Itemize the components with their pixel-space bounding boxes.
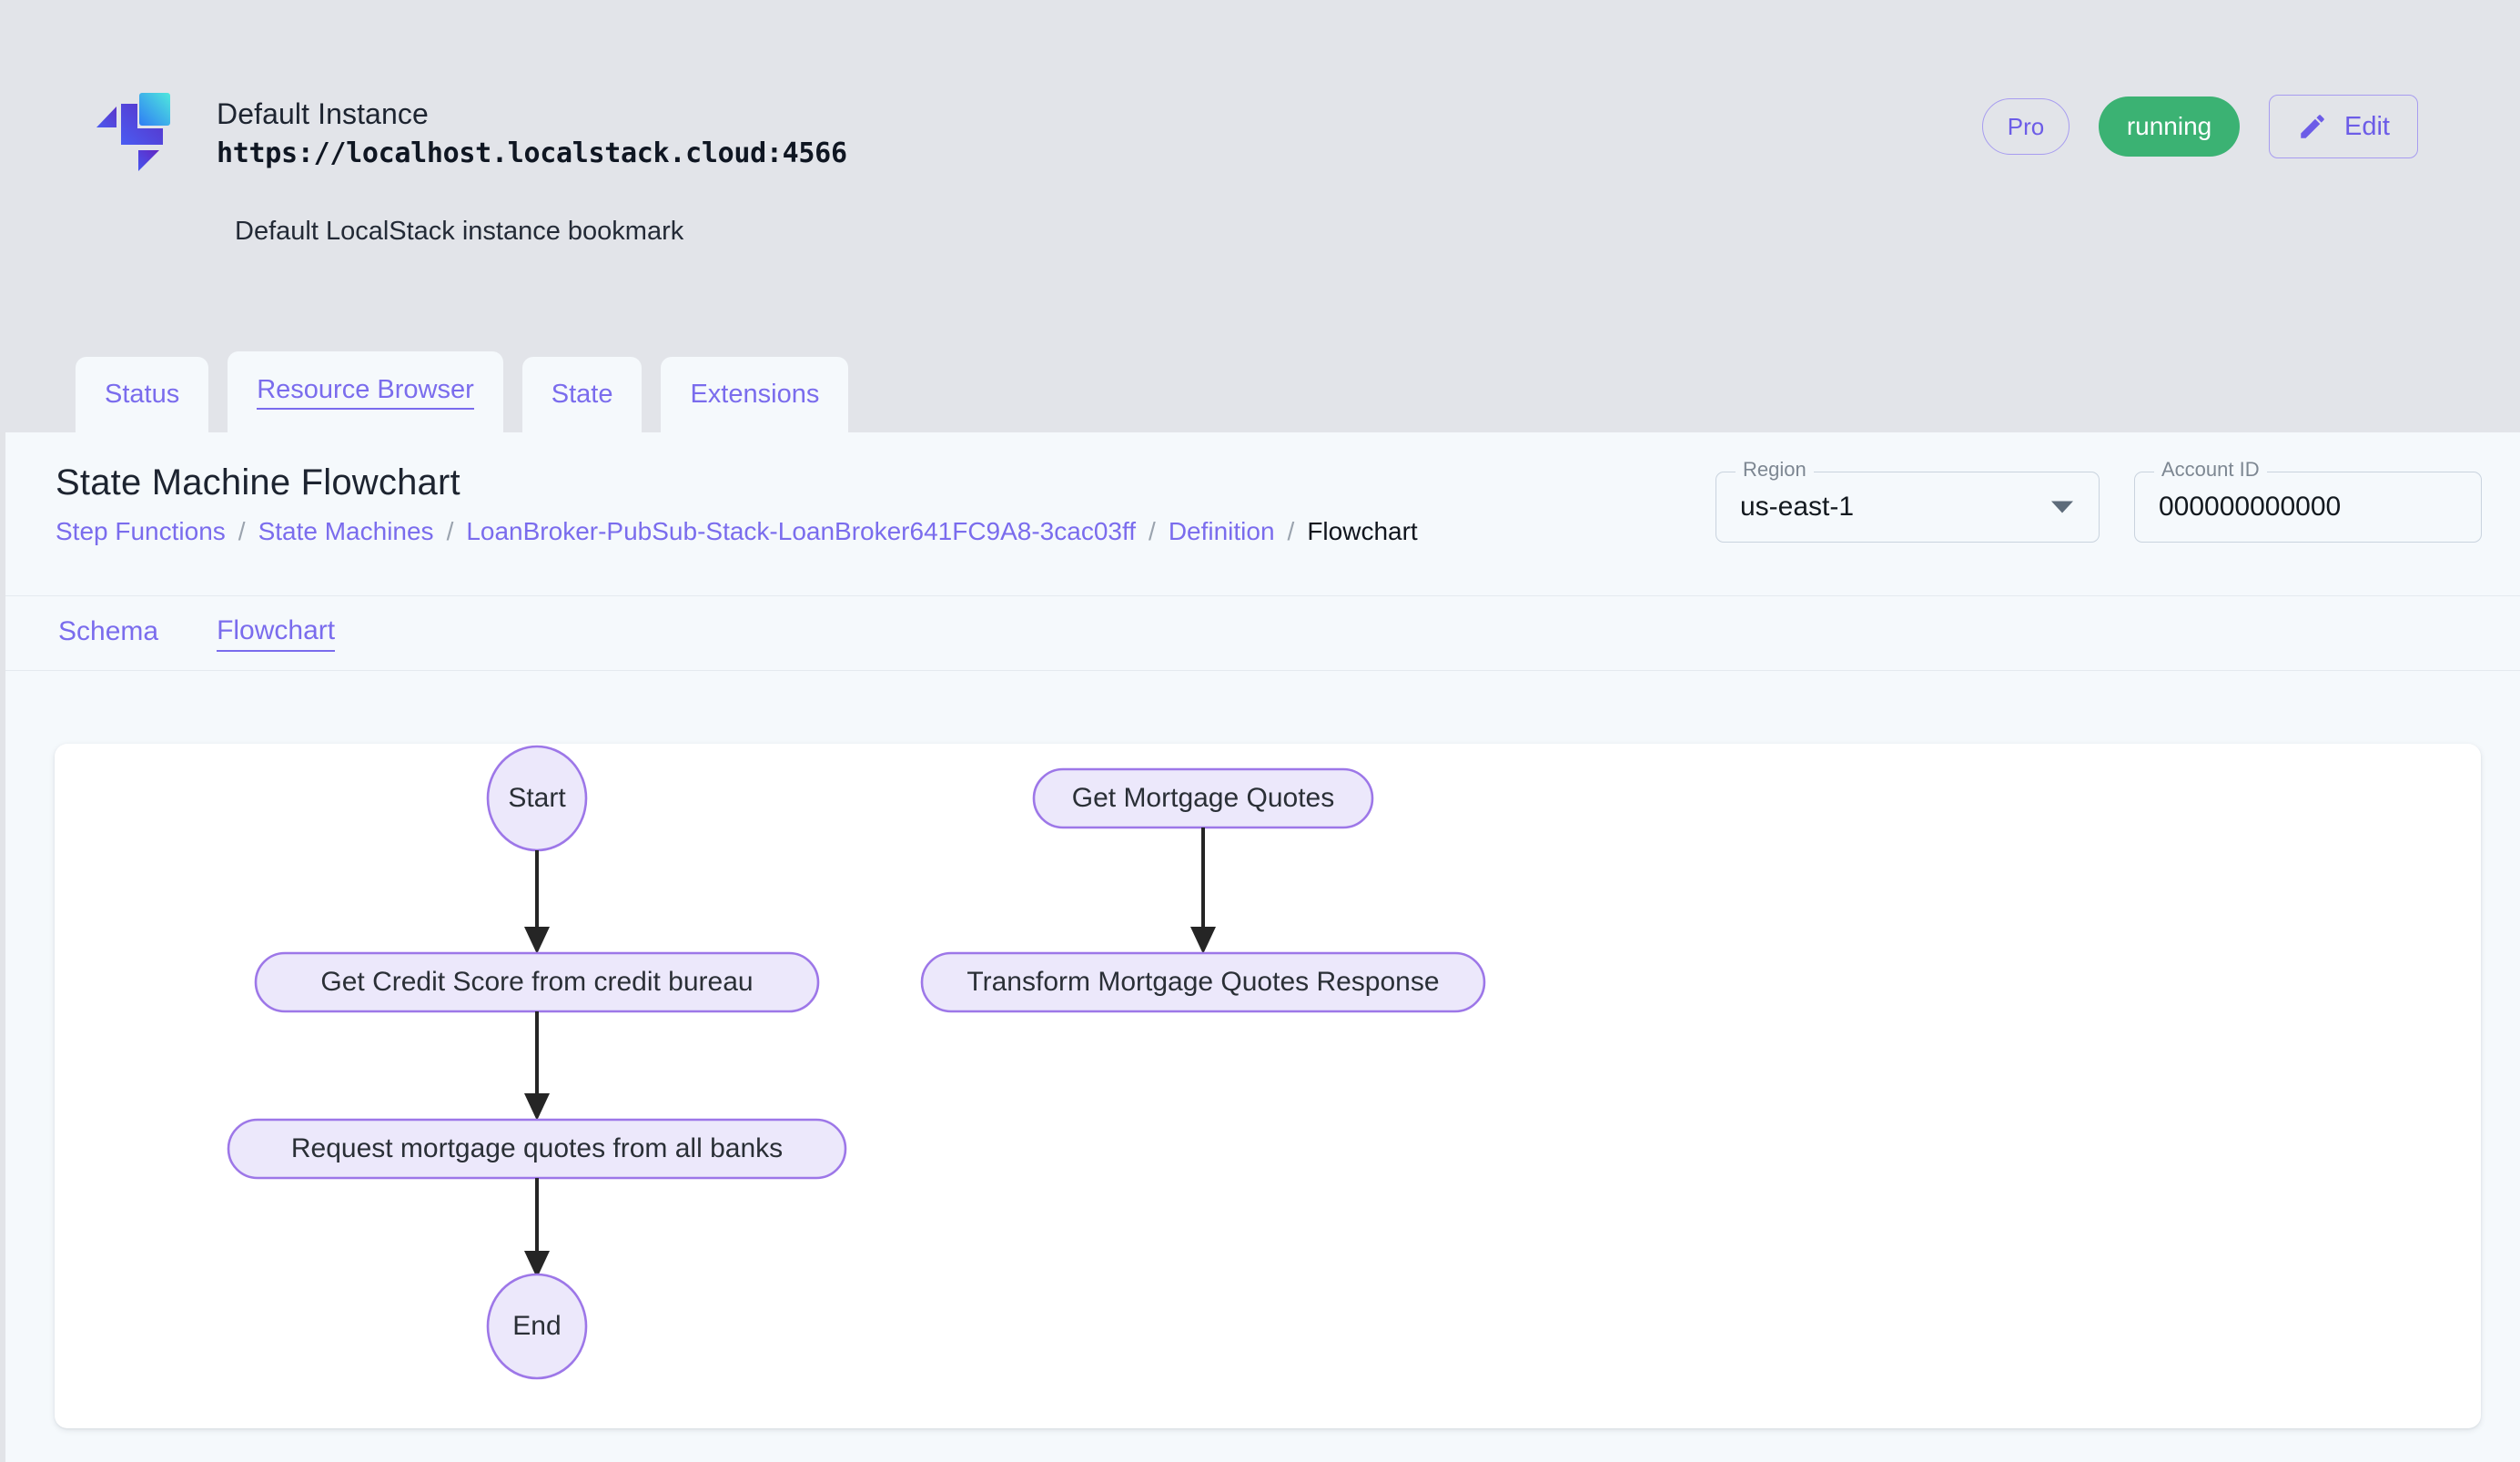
breadcrumb-separator: / — [1149, 517, 1156, 545]
breadcrumb-separator: / — [446, 517, 454, 545]
account-id-value: 000000000000 — [2159, 492, 2342, 522]
flowchart-card: Start Get Credit Score from credit burea… — [55, 744, 2481, 1428]
flow-arrow-request-to-end — [524, 1251, 550, 1278]
chevron-down-icon[interactable] — [2051, 501, 2073, 513]
instance-url: https://localhost.localstack.cloud:4566 — [217, 137, 847, 170]
region-select-control[interactable]: us-east-1 — [1715, 472, 2100, 543]
main-tab-bar: Status Resource Browser State Extensions — [0, 351, 2520, 432]
tab-state[interactable]: State — [521, 357, 643, 432]
flow-node-transform-response[interactable] — [920, 951, 1486, 1013]
breadcrumb-separator: / — [238, 517, 246, 545]
tab-status-label: Status — [105, 380, 180, 409]
edit-button-label: Edit — [2344, 111, 2390, 141]
breadcrumb-item-flowchart: Flowchart — [1307, 517, 1418, 545]
breadcrumb-separator: / — [1287, 517, 1295, 545]
flow-node-get-credit-score-label: Get Credit Score from credit bureau — [320, 967, 753, 997]
region-label: Region — [1736, 460, 1814, 480]
instance-summary: Default Instance https://localhost.local… — [86, 82, 847, 180]
state-machine-flowchart[interactable]: Start Get Credit Score from credit burea… — [55, 744, 2481, 1428]
breadcrumb-item-step-functions[interactable]: Step Functions — [56, 517, 226, 545]
tab-resource-browser[interactable]: Resource Browser — [228, 351, 503, 432]
flow-node-get-mortgage-quotes-label: Get Mortgage Quotes — [1072, 783, 1335, 813]
flow-node-transform-response-label: Transform Mortgage Quotes Response — [967, 967, 1439, 997]
flow-arrow-start-to-credit — [524, 927, 550, 954]
subtab-flowchart[interactable]: Flowchart — [217, 615, 336, 652]
content-panel: State Machine Flowchart Step Functions /… — [5, 432, 2520, 1462]
tab-state-label: State — [551, 380, 613, 409]
flow-arrow-quotes-to-transform — [1190, 927, 1216, 954]
flow-node-end[interactable] — [486, 1273, 588, 1380]
instance-name: Default Instance — [217, 97, 429, 130]
header-controls: Pro running Edit — [1982, 95, 2418, 158]
account-id-input[interactable]: 000000000000 — [2134, 472, 2482, 543]
account-id-label: Account ID — [2154, 460, 2267, 480]
breadcrumb-item-state-machines[interactable]: State Machines — [258, 517, 434, 545]
tab-extensions[interactable]: Extensions — [661, 357, 849, 432]
sub-tab-bar: Schema Flowchart — [5, 596, 2520, 671]
tab-resource-browser-label: Resource Browser — [257, 375, 474, 410]
flow-node-request-quotes-label: Request mortgage quotes from all banks — [291, 1133, 783, 1163]
region-select[interactable]: Region us-east-1 — [1715, 460, 2100, 543]
tab-extensions-label: Extensions — [690, 380, 820, 409]
pro-badge[interactable]: Pro — [1982, 98, 2070, 155]
flow-node-end-label: End — [512, 1311, 561, 1341]
flow-node-start-label: Start — [508, 783, 566, 813]
status-badge[interactable]: running — [2099, 96, 2241, 157]
region-value: us-east-1 — [1740, 492, 1855, 522]
subtab-schema[interactable]: Schema — [58, 615, 159, 646]
breadcrumb-item-state-machine-name[interactable]: LoanBroker-PubSub-Stack-LoanBroker641FC9… — [466, 517, 1137, 545]
account-id-field[interactable]: Account ID 000000000000 — [2134, 460, 2482, 543]
instance-description: Default LocalStack instance bookmark — [235, 217, 684, 246]
page-header: State Machine Flowchart Step Functions /… — [5, 432, 2520, 596]
page-title: State Machine Flowchart — [56, 462, 460, 503]
flow-arrow-credit-to-request — [524, 1093, 550, 1121]
breadcrumb: Step Functions / State Machines / LoanBr… — [56, 517, 1418, 546]
breadcrumb-item-definition[interactable]: Definition — [1168, 517, 1275, 545]
edit-button[interactable]: Edit — [2269, 95, 2418, 158]
pencil-icon — [2297, 111, 2328, 142]
context-selectors: Region us-east-1 Account ID 000000000000 — [1715, 460, 2482, 543]
localstack-logo-icon — [86, 82, 185, 180]
tab-status[interactable]: Status — [76, 357, 209, 432]
